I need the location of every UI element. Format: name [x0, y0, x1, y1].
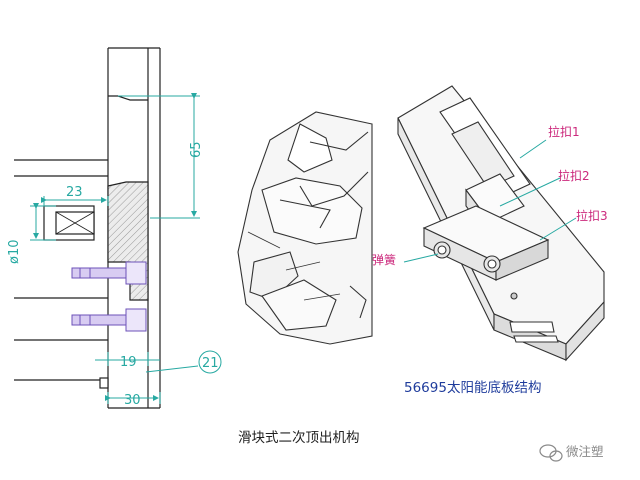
dim-19: 19: [120, 355, 137, 370]
label-lakou2: 拉扣2: [558, 168, 590, 183]
watermark: 微注塑: [539, 444, 604, 462]
label-spring: 弹簧: [372, 252, 396, 267]
wechat-icon: [539, 444, 563, 462]
latch-assembly-3d: [397, 85, 605, 362]
caption-right: 56695太阳能底板结构: [404, 380, 541, 396]
caption-left: 滑块式二次顶出机构: [238, 430, 360, 446]
dim-30: 30: [124, 393, 141, 408]
watermark-text: 微注塑: [566, 444, 604, 459]
bolt-lower: [71, 308, 147, 332]
dim-d10: ø10: [7, 240, 22, 265]
label-leaders: [403, 139, 577, 263]
dimension-lines: [30, 93, 222, 404]
callout-21: 21: [202, 356, 219, 371]
label-lakou3: 拉扣3: [576, 208, 608, 223]
bolt-upper: [71, 261, 147, 285]
dim-65: 65: [189, 141, 204, 158]
label-lakou1: 拉扣1: [548, 124, 580, 139]
part-3d-view: [237, 111, 373, 345]
dim-23: 23: [66, 185, 83, 200]
